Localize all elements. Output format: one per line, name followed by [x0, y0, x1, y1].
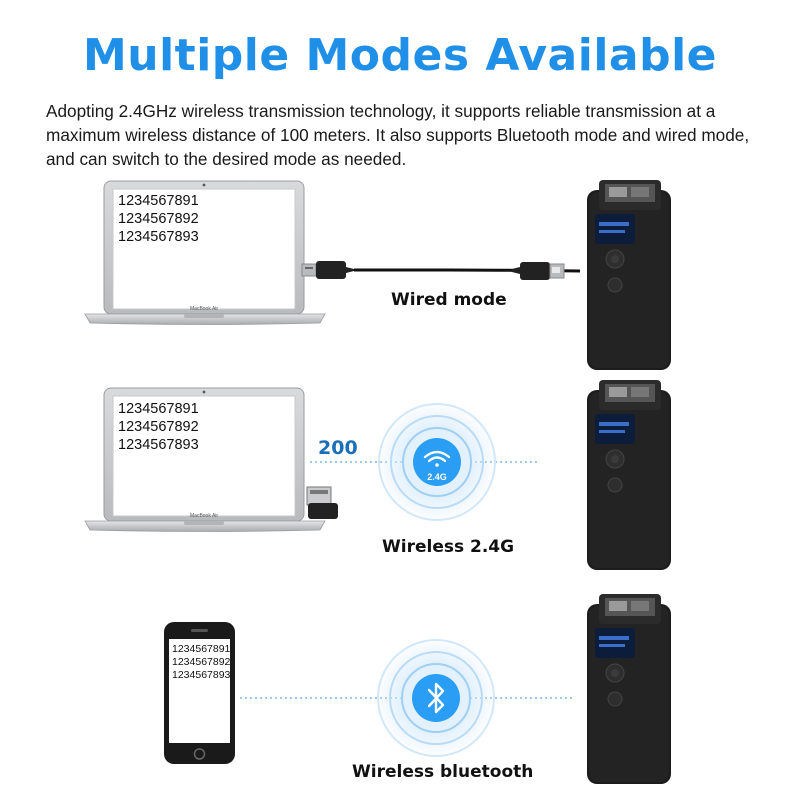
wifi-icon: [423, 450, 451, 467]
scan-line: 1234567892: [118, 419, 199, 435]
smartphone: [163, 621, 236, 765]
usb-dongle: [304, 483, 344, 523]
page-title: Multiple Modes Available: [82, 30, 718, 81]
laptop-brand-text: MacBook Air: [190, 306, 219, 312]
barcode-scanner: [585, 176, 673, 371]
laptop-wired: [84, 180, 326, 325]
distance-label: 200: [318, 437, 358, 459]
scan-line: 1234567893: [118, 229, 199, 245]
scan-line: 1234567892: [118, 211, 199, 227]
laptop-screen-text: 1234567891 1234567892 1234567893: [118, 400, 199, 454]
signal-bluetooth-graphic: [240, 635, 580, 760]
phone-screen-text: 1234567891 1234567892 1234567893: [172, 643, 230, 682]
mode-label-bluetooth: Wireless bluetooth: [352, 762, 534, 782]
barcode-scanner: [585, 376, 673, 571]
barcode-scanner: [585, 590, 673, 785]
scan-line: 1234567893: [118, 437, 199, 453]
signal-24g-graphic: [310, 400, 550, 525]
scan-line: 1234567893: [172, 669, 231, 681]
mode-label-24g: Wireless 2.4G: [382, 537, 515, 557]
bluetooth-icon: [427, 682, 445, 714]
scan-line: 1234567891: [118, 401, 199, 417]
description-text: Adopting 2.4GHz wireless transmission te…: [46, 101, 750, 169]
scan-line: 1234567891: [118, 193, 199, 209]
mode-label-wired: Wired mode: [391, 290, 507, 310]
badge-24g: 2.4G: [427, 472, 447, 482]
laptop-brand-text: MacBook Air: [190, 513, 219, 519]
laptop-screen-text: 1234567891 1234567892 1234567893: [118, 192, 199, 246]
usb-cable: [300, 255, 585, 285]
scan-line: 1234567891: [172, 643, 231, 655]
laptop-wireless: [84, 387, 326, 532]
scan-line: 1234567892: [172, 656, 231, 668]
